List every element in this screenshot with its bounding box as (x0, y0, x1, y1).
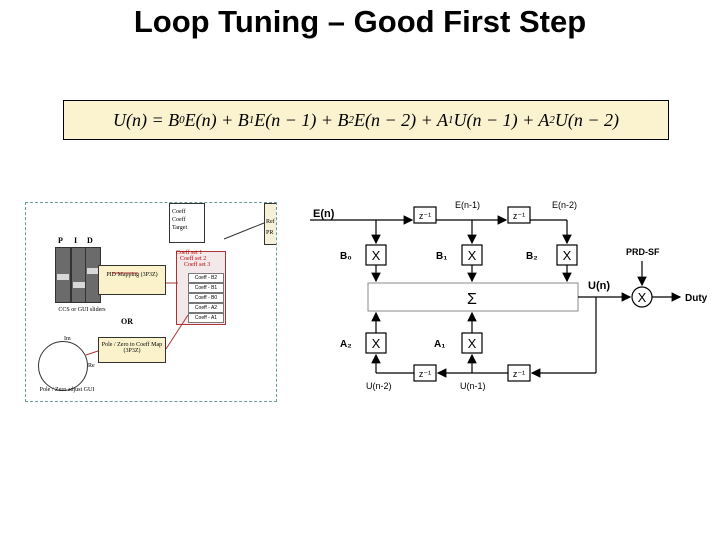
equation-lhs: U(n) = (112, 109, 164, 130)
un-label: U(n) (588, 280, 610, 292)
sum-sign: Σ (467, 291, 477, 308)
coef-set-label: Coeff set 3 (184, 262, 211, 268)
summation-block (367, 282, 579, 312)
b1-label: B₁ (436, 251, 447, 262)
b2-label: B₂ (526, 251, 538, 262)
tuning-gui-illustration: P I D CCS or GUI sliders OR PID Mapping … (25, 202, 277, 402)
slider-label-i: I (74, 236, 78, 245)
gui-arrows (85, 222, 265, 356)
a2-label: A₂ (340, 339, 352, 350)
equation-subscript: 1 (248, 114, 255, 126)
coef-row[interactable]: Coeff - A1 (188, 313, 224, 323)
multiply-sign: X (372, 248, 381, 263)
arrow (223, 222, 265, 240)
slider-label-d: D (87, 236, 93, 245)
un2-label: U(n-2) (366, 381, 392, 391)
slider-knob[interactable] (73, 282, 85, 288)
arrow (165, 314, 189, 350)
duty-label: Duty (685, 293, 708, 304)
p-slider[interactable] (55, 247, 71, 303)
coef-row[interactable]: Coeff - B2 (188, 273, 224, 283)
im-label: Im (64, 336, 71, 342)
slider-label-p: P (58, 236, 63, 245)
pole-zero-plot[interactable] (38, 341, 88, 391)
equation-term: U(n − 2) (554, 109, 620, 130)
pole-zero-caption: Pole / Zero adjust GUI (39, 387, 95, 393)
menu-item[interactable]: Target (172, 225, 188, 231)
block-diagram: E(n) z⁻¹ z⁻¹ E(n-1) E(n-2) X X X B₀ B₁ B… (310, 200, 708, 391)
menu-item[interactable]: Coeff (172, 217, 186, 223)
multiply-sign: X (563, 248, 572, 263)
re-label: Re (88, 363, 95, 369)
equation-term: U(n − 1) + A (453, 109, 550, 130)
delay-label: z⁻¹ (513, 369, 525, 379)
multiply-sign: X (638, 290, 647, 305)
equation-term: E(n − 2) + A (354, 109, 448, 130)
equation-subscript: 2 (348, 114, 355, 126)
b0-label: B₀ (340, 251, 352, 262)
delay-box-e1 (413, 206, 437, 224)
coef-set-label: Coeff set 1 (176, 250, 203, 256)
a1-label: A₁ (434, 339, 445, 350)
coef-row[interactable]: Coeff - A2 (188, 303, 224, 313)
equation-term: E(n) + B (184, 109, 249, 130)
equation-subscript: 1 (447, 114, 454, 126)
side-label: PR (266, 230, 274, 236)
menu-item[interactable]: Coeff (172, 209, 186, 215)
delay-label: z⁻¹ (419, 369, 431, 379)
equation-term: E(n − 1) + B (254, 109, 349, 130)
en1-label: E(n-1) (455, 200, 480, 210)
equation-term: B (168, 109, 180, 130)
slider-knob[interactable] (57, 274, 69, 280)
sliders-caption: CCS or GUI sliders (58, 307, 106, 313)
equation-subscript: 0 (179, 114, 185, 126)
en-label: E(n) (313, 208, 335, 220)
multiply-sign: X (468, 248, 477, 263)
coef-row[interactable]: Coeff - B1 (188, 283, 224, 293)
equation-subscript: 2 (549, 114, 555, 126)
side-block (264, 203, 276, 245)
delay-label: z⁻¹ (513, 211, 525, 221)
slider-knob[interactable] (87, 268, 99, 274)
coef-set-label: Coeff set 2 (180, 256, 207, 262)
pole-zero-map-box: Pole / Zero to Coeff Map (3P3Z) (98, 337, 166, 363)
delay-label: z⁻¹ (419, 211, 431, 221)
un1-label: U(n-1) (460, 381, 486, 391)
target-menu[interactable] (169, 203, 205, 243)
en2-label: E(n-2) (552, 200, 577, 210)
delay-box-e2 (507, 206, 531, 224)
side-label: Ref (266, 219, 275, 225)
slide-title: Loop Tuning – Good First Step (133, 4, 587, 39)
arrow (85, 350, 99, 356)
or-label: OR (121, 317, 133, 326)
coef-row[interactable]: Coeff - B0 (188, 293, 224, 303)
prd-sf-label: PRD-SF (626, 247, 660, 257)
multiply-sign: X (468, 336, 477, 351)
pid-mapping-box: PID Mapping (3P3Z) (98, 265, 166, 295)
multiply-sign: X (372, 336, 381, 351)
